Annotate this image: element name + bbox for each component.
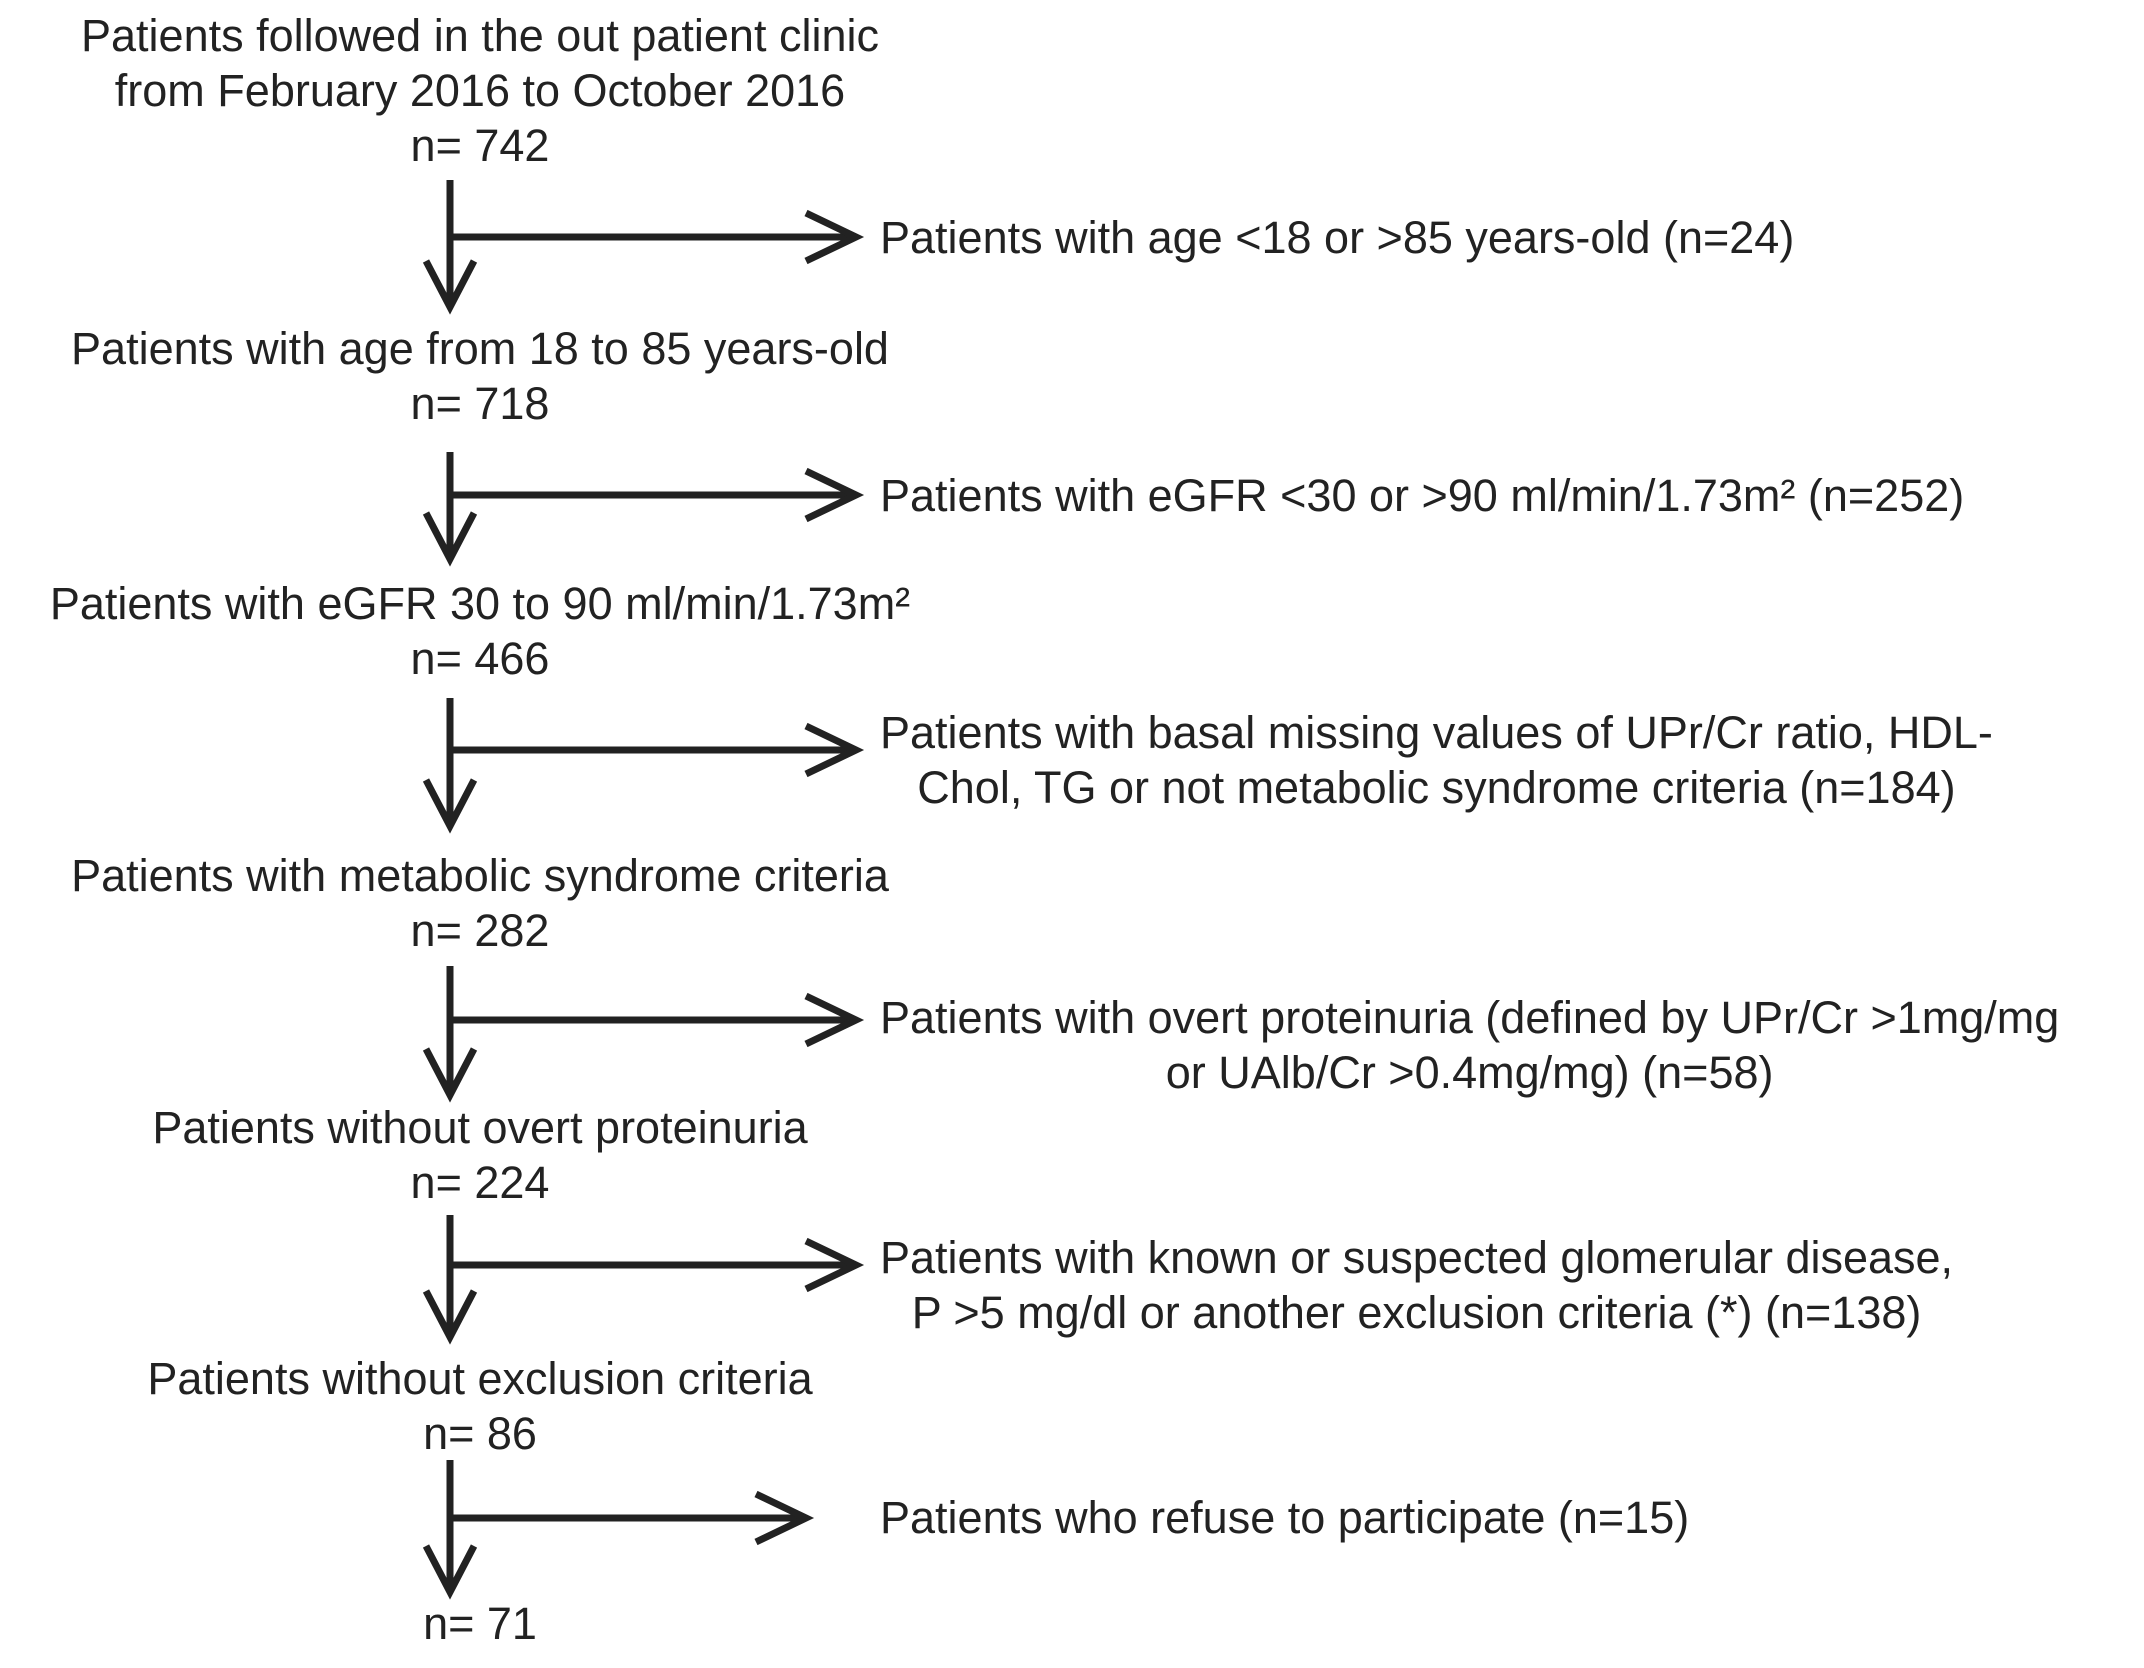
- node-label-line: from February 2016 to October 2016: [114, 65, 846, 116]
- exclusion-line: Patients with known or suspected glomeru…: [880, 1232, 1954, 1283]
- node-count: n= 742: [410, 120, 550, 171]
- node-label-line: Patients with eGFR 30 to 90 ml/min/1.73m…: [49, 578, 911, 629]
- node-count: n= 466: [410, 633, 550, 684]
- exclusion-line: Patients with overt proteinuria (defined…: [880, 992, 2060, 1043]
- exclusion-refused: Patients who refuse to participate (n=15…: [880, 1490, 1689, 1545]
- exclusion-line: Chol, TG or not metabolic syndrome crite…: [917, 762, 1956, 813]
- down-arrow-5: [422, 1215, 478, 1345]
- node-age-18-85: Patients with age from 18 to 85 years-ol…: [0, 321, 960, 431]
- exclusion-age: Patients with age <18 or >85 years-old (…: [880, 210, 1794, 265]
- node-egfr-30-90: Patients with eGFR 30 to 90 ml/min/1.73m…: [0, 576, 960, 686]
- exclusion-line: Patients with basal missing values of UP…: [880, 707, 1993, 758]
- node-no-overt-proteinuria: Patients without overt proteinuria n= 22…: [0, 1100, 960, 1210]
- node-label-line: Patients with age from 18 to 85 years-ol…: [71, 323, 889, 374]
- exclusion-arrow-5: [450, 1237, 865, 1293]
- exclusion-arrow-4: [450, 992, 865, 1048]
- node-count: n= 71: [423, 1598, 537, 1649]
- node-label-line: Patients followed in the out patient cli…: [81, 10, 879, 61]
- exclusion-line: Patients with age <18 or >85 years-old (…: [880, 212, 1795, 263]
- exclusion-line: Patients who refuse to participate (n=15…: [880, 1492, 1690, 1543]
- exclusion-egfr: Patients with eGFR <30 or >90 ml/min/1.7…: [880, 468, 1964, 523]
- node-count: n= 86: [423, 1408, 537, 1459]
- exclusion-arrow-6: [450, 1490, 815, 1546]
- node-count: n= 718: [410, 378, 550, 429]
- exclusion-missing-values: Patients with basal missing values of UP…: [880, 705, 1993, 815]
- exclusion-line: P >5 mg/dl or another exclusion criteria…: [911, 1287, 1922, 1338]
- exclusion-arrow-2: [450, 467, 865, 523]
- node-count: n= 224: [410, 1157, 550, 1208]
- exclusion-overt-proteinuria: Patients with overt proteinuria (defined…: [880, 990, 2059, 1100]
- node-final-sample: n= 71: [0, 1596, 960, 1651]
- down-arrow-4: [422, 966, 478, 1103]
- exclusion-line: Patients with eGFR <30 or >90 ml/min/1.7…: [880, 470, 1965, 521]
- node-initial-cohort: Patients followed in the out patient cli…: [0, 8, 960, 173]
- down-arrow-1: [422, 180, 478, 315]
- node-count: n= 282: [410, 905, 550, 956]
- down-arrow-6: [422, 1460, 478, 1600]
- exclusion-line: or UAlb/Cr >0.4mg/mg) (n=58): [1165, 1047, 1774, 1098]
- node-label-line: Patients without overt proteinuria: [152, 1102, 808, 1153]
- down-arrow-3: [422, 698, 478, 834]
- node-metabolic-syndrome: Patients with metabolic syndrome criteri…: [0, 848, 960, 958]
- exclusion-arrow-3: [450, 722, 865, 778]
- node-no-exclusion-criteria: Patients without exclusion criteria n= 8…: [0, 1351, 960, 1461]
- exclusion-arrow-1: [450, 209, 865, 265]
- down-arrow-2: [422, 452, 478, 567]
- node-label-line: Patients without exclusion criteria: [147, 1353, 813, 1404]
- node-label-line: Patients with metabolic syndrome criteri…: [71, 850, 889, 901]
- exclusion-glomerular-disease: Patients with known or suspected glomeru…: [880, 1230, 1953, 1340]
